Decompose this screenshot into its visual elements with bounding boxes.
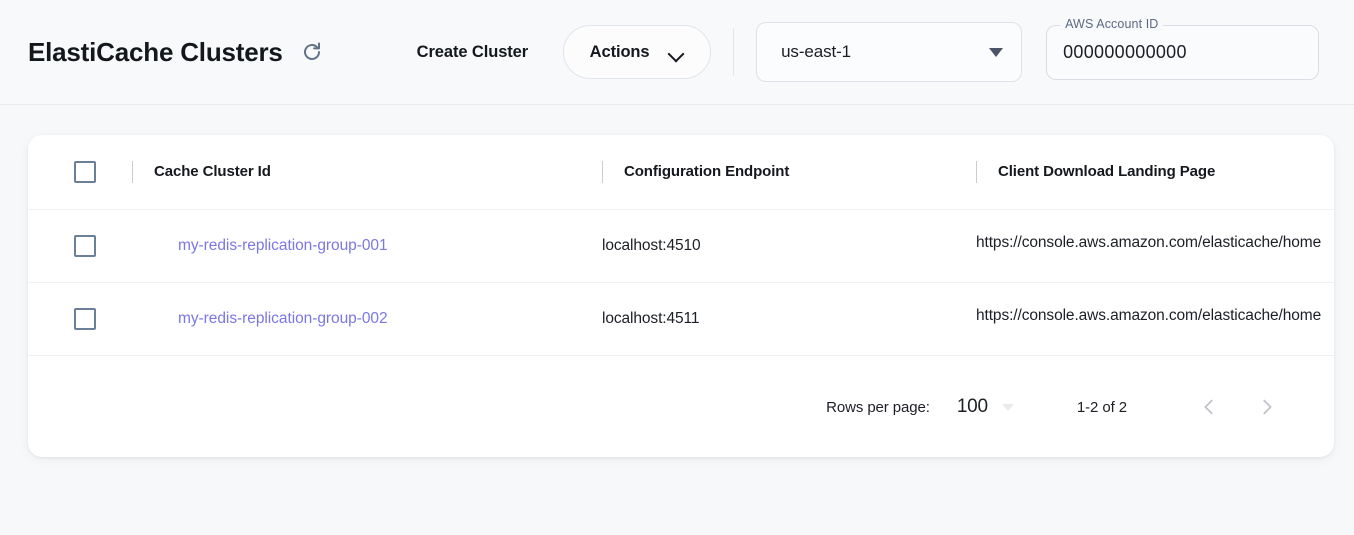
title-group: ElastiCache Clusters xyxy=(28,37,325,68)
rows-per-page-select[interactable]: 100 xyxy=(957,396,1014,418)
table-pagination: Rows per page: 100 1-2 of 2 xyxy=(28,355,1334,457)
column-header-client-download-landing-page[interactable]: Client Download Landing Page xyxy=(976,135,1334,209)
header-divider xyxy=(733,28,735,76)
cluster-id-link[interactable]: my-redis-replication-group-001 xyxy=(178,236,388,254)
aws-account-id-field[interactable]: AWS Account ID xyxy=(1046,16,1320,80)
configuration-endpoint-value: localhost:4510 xyxy=(602,236,701,254)
chevron-left-icon xyxy=(1204,399,1213,415)
caret-down-icon xyxy=(1001,403,1014,411)
region-select-value: us-east-1 xyxy=(781,42,852,61)
refresh-icon[interactable] xyxy=(299,39,325,65)
actions-button[interactable]: Actions xyxy=(563,25,712,79)
row-checkbox[interactable] xyxy=(74,234,96,257)
row-select-cell xyxy=(28,281,132,355)
body-area: Cache Cluster Id Configuration Endpoint … xyxy=(0,105,1354,535)
chevron-right-icon xyxy=(1263,399,1272,415)
chevron-down-icon xyxy=(669,48,684,57)
column-header-configuration-endpoint[interactable]: Configuration Endpoint xyxy=(602,135,976,209)
column-header-label: Cache Cluster Id xyxy=(154,163,271,181)
table-header: Cache Cluster Id Configuration Endpoint … xyxy=(28,135,1334,209)
rows-per-page-label: Rows per page: xyxy=(826,398,930,416)
actions-button-label: Actions xyxy=(589,42,650,61)
column-divider xyxy=(976,160,977,183)
landing-page-value: https://console.aws.amazon.com/elasticac… xyxy=(976,307,1322,325)
aws-account-id-label: AWS Account ID xyxy=(1060,16,1164,31)
rows-per-page-value: 100 xyxy=(956,396,988,417)
next-page-button[interactable] xyxy=(1247,387,1287,427)
cell-configuration-endpoint: localhost:4511 xyxy=(602,281,976,355)
cell-configuration-endpoint: localhost:4510 xyxy=(602,208,976,282)
cell-cache-cluster-id: my-redis-replication-group-001 xyxy=(132,208,602,282)
table-row[interactable]: my-redis-replication-group-002 localhost… xyxy=(28,281,1334,355)
landing-page-value: https://console.aws.amazon.com/elasticac… xyxy=(976,234,1322,251)
cell-client-download-landing-page: https://console.aws.amazon.com/elasticac… xyxy=(976,281,1334,355)
page-title: ElastiCache Clusters xyxy=(28,36,283,67)
pagination-range-label: 1-2 of 2 xyxy=(1076,398,1127,416)
caret-down-icon xyxy=(989,47,1004,57)
table-body: my-redis-replication-group-001 localhost… xyxy=(28,208,1334,355)
select-all-checkbox[interactable] xyxy=(74,160,96,183)
app-header: ElastiCache Clusters Create Cluster Acti… xyxy=(0,0,1354,105)
column-header-cache-cluster-id[interactable]: Cache Cluster Id xyxy=(132,135,602,209)
clusters-table: Cache Cluster Id Configuration Endpoint … xyxy=(28,135,1334,355)
configuration-endpoint-value: localhost:4511 xyxy=(602,309,700,327)
select-all-header xyxy=(28,135,132,209)
row-checkbox[interactable] xyxy=(74,307,96,330)
cell-cache-cluster-id: my-redis-replication-group-002 xyxy=(132,281,602,355)
row-select-cell xyxy=(28,208,132,282)
clusters-card: Cache Cluster Id Configuration Endpoint … xyxy=(28,135,1334,457)
table-row[interactable]: my-redis-replication-group-001 localhost… xyxy=(28,208,1334,282)
previous-page-button[interactable] xyxy=(1189,387,1229,427)
region-select[interactable]: us-east-1 xyxy=(756,22,1023,82)
column-divider xyxy=(602,160,603,183)
column-header-label: Configuration Endpoint xyxy=(624,163,790,181)
column-divider xyxy=(132,160,133,183)
cluster-id-link[interactable]: my-redis-replication-group-002 xyxy=(178,309,388,327)
column-header-label: Client Download Landing Page xyxy=(998,163,1216,181)
table-header-row: Cache Cluster Id Configuration Endpoint … xyxy=(28,135,1334,209)
cell-client-download-landing-page: https://console.aws.amazon.com/elasticac… xyxy=(976,208,1334,282)
aws-account-id-input[interactable] xyxy=(1063,41,1303,63)
create-cluster-button[interactable]: Create Cluster xyxy=(416,42,529,61)
